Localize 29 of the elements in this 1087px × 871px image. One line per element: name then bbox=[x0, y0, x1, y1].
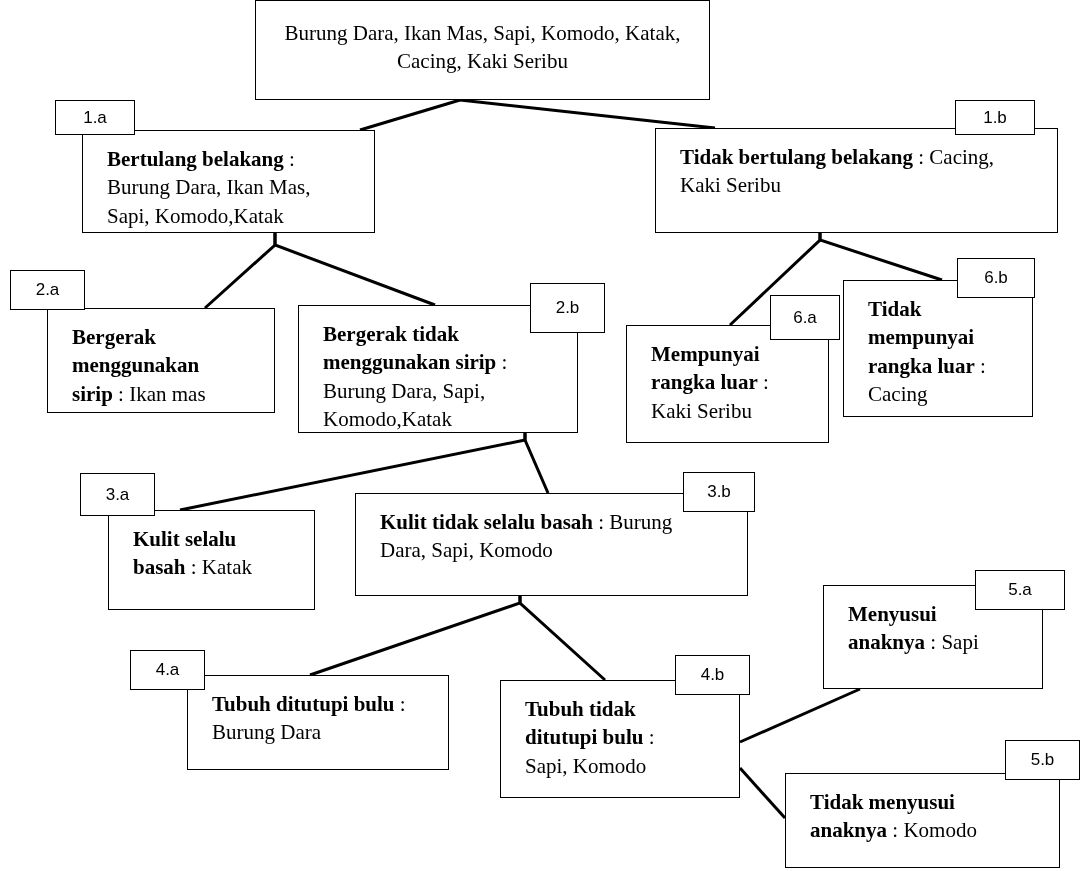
label-tag: 4.a bbox=[130, 650, 205, 690]
category-box: Tubuh ditutupi bulu : Burung Dara bbox=[187, 675, 449, 770]
category-box: Mempunyai rangka luar : Kaki Seribu bbox=[626, 325, 829, 443]
label-tag: 1.a bbox=[55, 100, 135, 135]
label-tag: 5.a bbox=[975, 570, 1065, 610]
connector-line bbox=[738, 767, 787, 819]
label-tag: 6.b bbox=[957, 258, 1035, 298]
category-box: Tubuh tidak ditutupi bulu : Sapi, Komodo bbox=[500, 680, 740, 798]
category-box: Kulit selalu basah : Katak bbox=[108, 510, 315, 610]
root-box: Burung Dara, Ikan Mas, Sapi, Komodo, Katak, Cacing, Kaki Seribu bbox=[255, 0, 710, 100]
label-tag: 5.b bbox=[1005, 740, 1080, 780]
connector-line bbox=[523, 433, 550, 494]
connector-line bbox=[359, 98, 461, 132]
label-tag: 3.b bbox=[683, 472, 755, 512]
connector-line bbox=[459, 98, 716, 130]
connector-line bbox=[518, 596, 606, 682]
category-box: Tidak menyusui anaknya : Komodo bbox=[785, 773, 1060, 868]
label-tag: 3.a bbox=[80, 473, 155, 516]
category-box: Bergerak menggunakan sirip : Ikan mas bbox=[47, 308, 275, 413]
connector-line bbox=[739, 687, 861, 744]
connector-line bbox=[818, 233, 943, 282]
connector-line bbox=[273, 233, 436, 307]
label-tag: 6.a bbox=[770, 295, 840, 340]
label-tag: 1.b bbox=[955, 100, 1035, 135]
category-box: Tidak bertulang belakang : Cacing, Kaki Seribu bbox=[655, 128, 1058, 233]
label-tag: 4.b bbox=[675, 655, 750, 695]
label-tag: 2.b bbox=[530, 283, 605, 333]
label-tag: 2.a bbox=[10, 270, 85, 310]
category-box: Bertulang belakang : Burung Dara, Ikan Mas, Sapi, Komodo,Katak bbox=[82, 130, 375, 233]
